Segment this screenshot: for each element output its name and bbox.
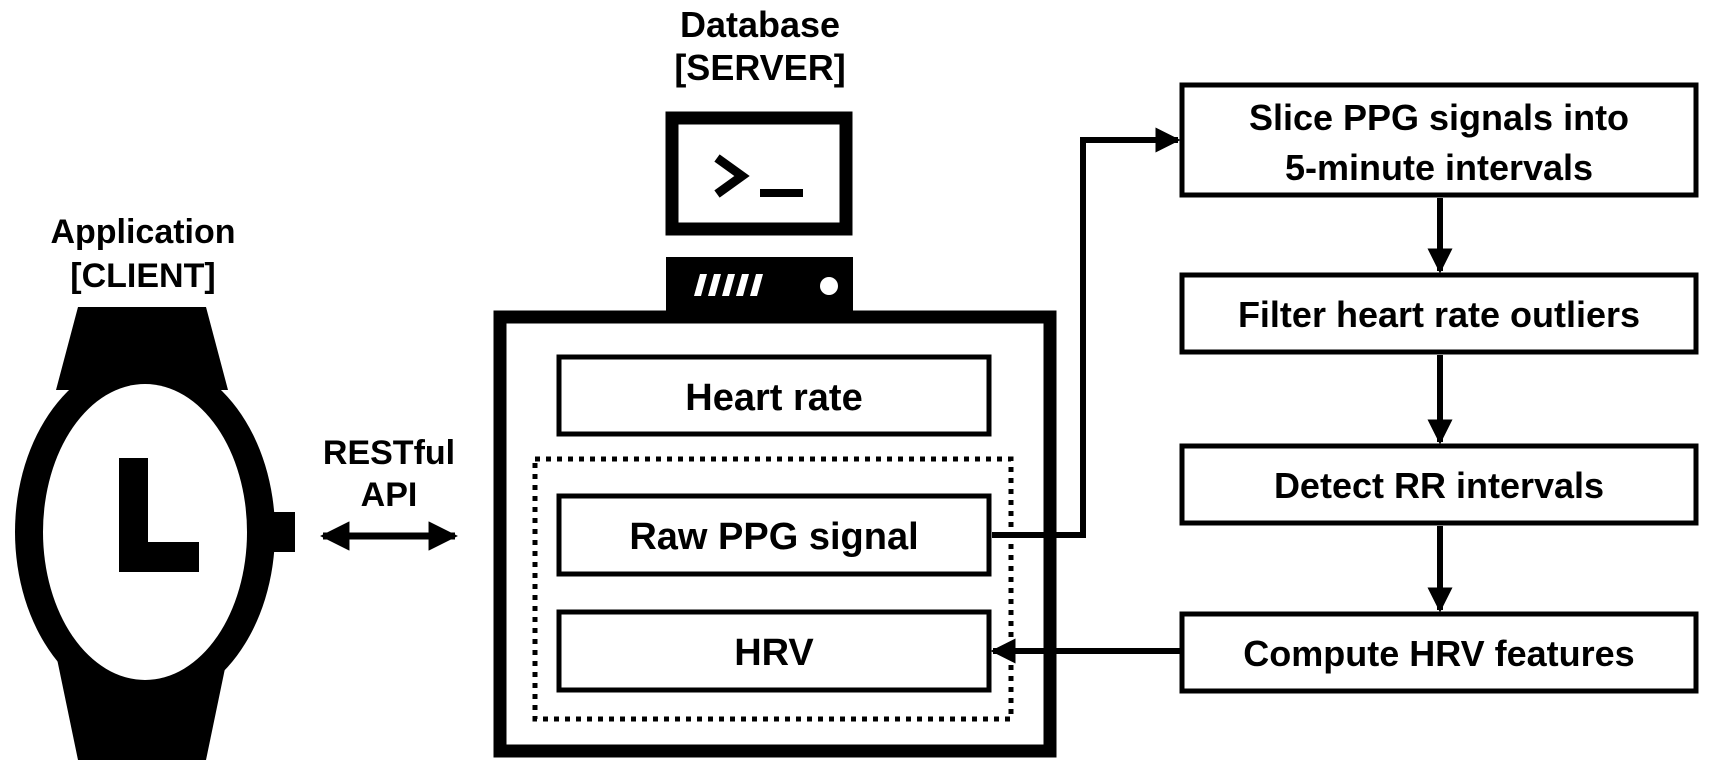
ppg-hrv-group (532, 456, 1014, 722)
hrv-field (556, 609, 992, 693)
heart-rate-field (556, 354, 992, 437)
step-slice-box (1179, 82, 1699, 198)
prompt-cursor (760, 189, 803, 197)
step-detect-box (1179, 443, 1699, 526)
step-compute-label: Compute HRV features (1243, 633, 1634, 674)
step-detect-label: Detect RR intervals (1274, 465, 1604, 506)
server-title-line2: [SERVER] (674, 47, 845, 88)
api-label-line1: RESTful (323, 434, 455, 472)
terminal-monitor-icon (665, 111, 853, 236)
arrow-raw-ppg-to-slice (992, 127, 1181, 538)
step-compute-box (1179, 611, 1699, 694)
server-unit-icon (666, 257, 853, 313)
smartwatch-icon (15, 307, 295, 760)
raw-ppg-field (556, 493, 992, 577)
client-title-line2: [CLIENT] (70, 257, 215, 295)
step-slice-line2: 5-minute intervals (1285, 147, 1593, 188)
server-title-line1: Database (680, 4, 840, 45)
step-slice-line1: Slice PPG signals into (1249, 97, 1629, 138)
api-label-line2: API (361, 476, 418, 514)
prompt-chevron-icon (714, 154, 750, 198)
hrv-label: HRV (734, 632, 814, 674)
heart-rate-label: Heart rate (685, 377, 862, 419)
step-filter-box (1179, 272, 1699, 355)
raw-ppg-label: Raw PPG signal (629, 516, 918, 558)
client-title-line1: Application (50, 213, 235, 251)
step-filter-label: Filter heart rate outliers (1238, 294, 1640, 335)
